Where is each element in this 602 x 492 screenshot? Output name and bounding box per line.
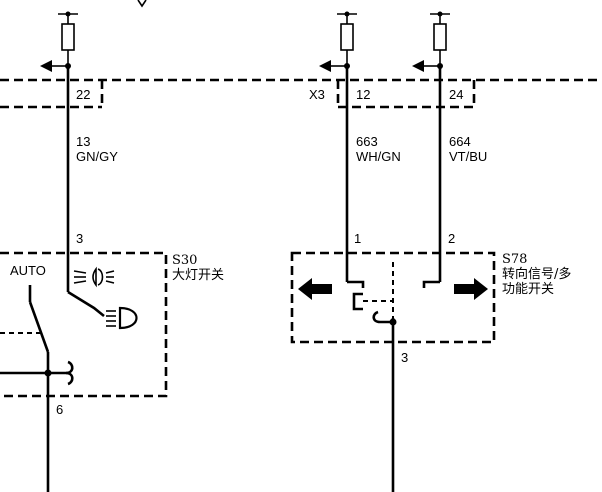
turn-right-arrow-icon xyxy=(454,278,488,300)
fuse-terminal-3 xyxy=(412,11,450,72)
wire-663-circuit: 663 xyxy=(356,134,378,149)
s30-pin-6: 6 xyxy=(56,402,63,417)
s78-pin-2: 2 xyxy=(448,231,455,246)
headlamp-low-beam-icon xyxy=(73,266,115,288)
s78-name-line1: 转向信号/多 xyxy=(502,266,571,282)
fuse-terminal-1 xyxy=(40,11,78,72)
wire-13-color: GN/GY xyxy=(76,149,118,164)
connector-x3: X3 xyxy=(309,87,325,102)
top-partial-mark xyxy=(137,0,147,8)
connector-pin-24: 24 xyxy=(449,87,463,102)
s30-id: S30 xyxy=(172,253,197,268)
s30-pin-3: 3 xyxy=(76,231,83,246)
s78-pin-1: 1 xyxy=(354,231,361,246)
headlamp-high-beam-icon xyxy=(106,306,138,330)
s78-name-line2: 功能开关 xyxy=(502,282,554,297)
connector-pin-12: 12 xyxy=(356,87,370,102)
s30-headlamp-switch: 3 S30 大灯开关 AUTO xyxy=(0,231,224,492)
fuse-terminal-2 xyxy=(319,11,357,72)
connector-pin-22: 22 xyxy=(76,87,90,102)
turn-left-arrow-icon xyxy=(298,278,332,300)
wire-663-color: WH/GN xyxy=(356,149,401,164)
connector-border xyxy=(0,78,602,109)
wire-664-circuit: 664 xyxy=(449,134,471,149)
s30-auto-label: AUTO xyxy=(10,263,46,278)
s30-name: 大灯开关 xyxy=(172,268,224,283)
s78-turn-signal-switch: 1 2 S78 转向信号/多 功能开关 3 xyxy=(290,231,571,492)
wire-664-color: VT/BU xyxy=(449,149,487,164)
wire-13-circuit: 13 xyxy=(76,134,90,149)
s78-id: S78 xyxy=(502,252,527,267)
s78-pin-3: 3 xyxy=(401,350,408,365)
